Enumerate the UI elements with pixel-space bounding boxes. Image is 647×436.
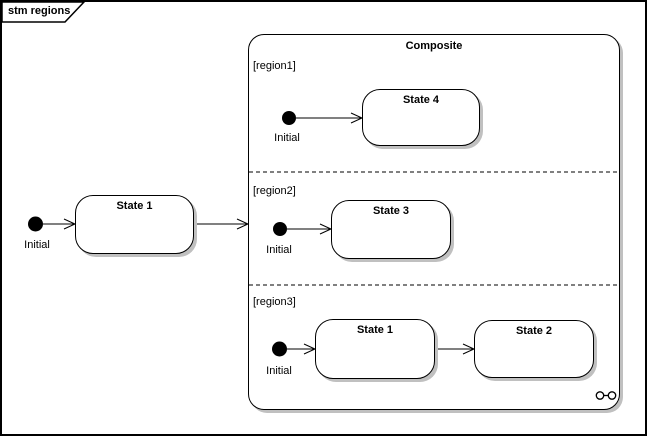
transition-region2-initial-to-state3[interactable]	[287, 223, 333, 235]
initial-node-region2[interactable]	[273, 222, 287, 236]
initial-label-region1: Initial	[274, 132, 300, 144]
transition-main-initial-to-state1[interactable]	[43, 218, 77, 230]
transition-state1-to-composite[interactable]	[194, 218, 250, 230]
region2-label: [region2]	[253, 185, 296, 197]
initial-label-region3: Initial	[266, 365, 292, 377]
transition-region3-state1-to-state2[interactable]	[435, 343, 476, 355]
initial-node-region3[interactable]	[272, 341, 287, 357]
initial-label-region2: Initial	[266, 244, 292, 256]
region3-label: [region3]	[253, 296, 296, 308]
transition-region3-initial-to-state1[interactable]	[287, 343, 317, 355]
region1-label: [region1]	[253, 60, 296, 72]
initial-node-region1[interactable]	[282, 111, 296, 125]
state-name-label: State 1	[356, 324, 394, 336]
transition-region1-initial-to-state4[interactable]	[296, 112, 364, 124]
frame-tab-label: stm regions	[8, 5, 71, 17]
state-name-label: State 1	[116, 200, 153, 212]
state-name-label: State 4	[402, 94, 440, 106]
state-region1-state4[interactable]: State 4	[362, 89, 480, 146]
state-region2-state3[interactable]: State 3	[331, 200, 451, 259]
state-main-state1[interactable]: State 1	[75, 195, 194, 254]
initial-label-main: Initial	[24, 239, 50, 251]
composite-state-title: Composite	[405, 40, 463, 52]
decomposition-icon	[595, 391, 617, 400]
state-region3-state1[interactable]: State 1	[315, 319, 435, 379]
frame-tab	[2, 2, 86, 23]
state-name-label: State 3	[372, 205, 410, 217]
initial-node-main[interactable]	[28, 216, 43, 232]
state-name-label: State 2	[515, 325, 553, 337]
state-region3-state2[interactable]: State 2	[474, 320, 594, 378]
